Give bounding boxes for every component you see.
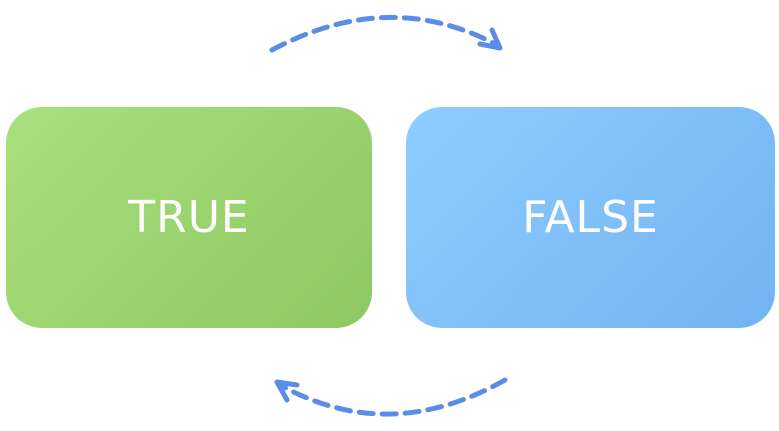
true-state-box: TRUE: [6, 107, 372, 328]
arrow-false-to-true: [274, 377, 508, 417]
arrow-true-to-false: [269, 15, 503, 53]
true-label: TRUE: [128, 192, 250, 243]
false-state-box: FALSE: [406, 107, 775, 328]
false-label: FALSE: [522, 192, 659, 243]
